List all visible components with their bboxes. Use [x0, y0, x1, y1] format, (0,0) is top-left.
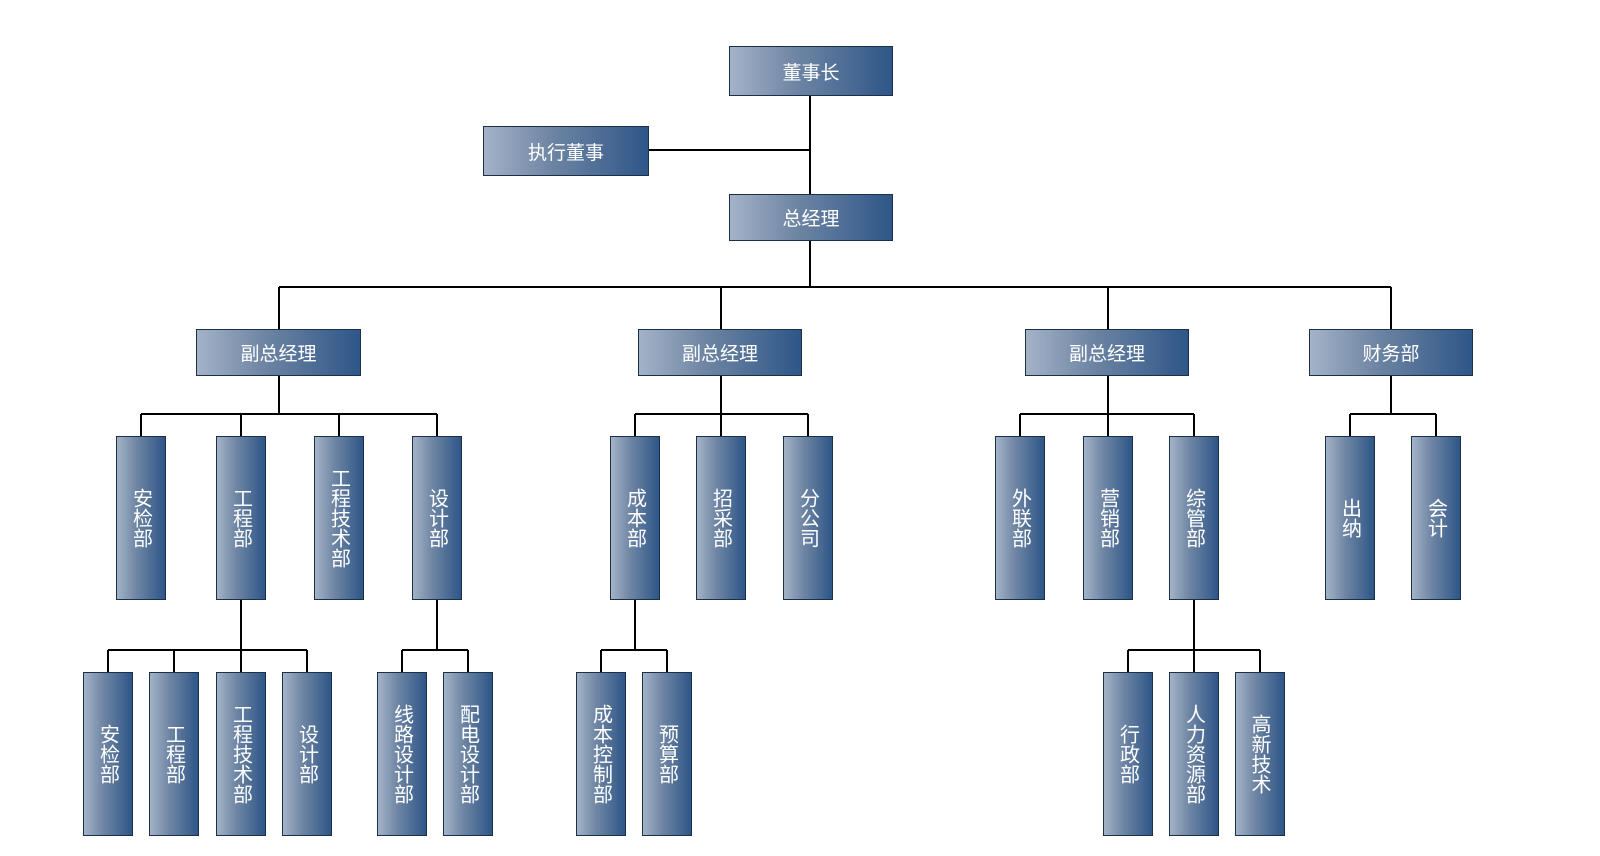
label: 线路设计部 — [390, 704, 415, 804]
connector-level2-drops — [278, 287, 1392, 329]
label: 招采部 — [709, 488, 734, 548]
connector-group3 — [1019, 376, 1195, 436]
label: 分公司 — [796, 488, 821, 548]
label: 会计 — [1424, 498, 1449, 538]
connector-group1 — [140, 376, 438, 436]
box-general-manager: 总经理 — [729, 194, 893, 241]
connector-engineering-sub — [107, 600, 308, 672]
box-line-design: 线路设计部 — [377, 672, 427, 836]
box-budget: 预算部 — [642, 672, 692, 836]
connector-group4 — [1349, 376, 1437, 436]
box-general-admin: 综管部 — [1169, 436, 1219, 600]
label: 营销部 — [1096, 488, 1121, 548]
box-high-tech: 高新技术 — [1235, 672, 1285, 836]
label: 行政部 — [1116, 724, 1141, 784]
box-engineering: 工程部 — [216, 436, 266, 600]
connector-admin-sub — [1127, 600, 1261, 672]
box-sub-safety: 安检部 — [83, 672, 133, 836]
box-external: 外联部 — [995, 436, 1045, 600]
box-cashier: 出纳 — [1325, 436, 1375, 600]
label: 外联部 — [1008, 488, 1033, 548]
box-sub-engineering: 工程部 — [149, 672, 199, 836]
label: 执行董事 — [527, 141, 604, 164]
box-vp-right: 副总经理 — [1025, 329, 1189, 376]
label: 成本部 — [623, 488, 648, 548]
label: 安检部 — [96, 724, 121, 784]
box-safety: 安检部 — [116, 436, 166, 600]
label: 出纳 — [1338, 498, 1363, 538]
box-sub-eng-tech: 工程技术部 — [216, 672, 266, 836]
label: 总经理 — [782, 208, 840, 230]
box-executive-director: 执行董事 — [483, 126, 649, 176]
label: 预算部 — [655, 724, 680, 784]
label: 综管部 — [1182, 488, 1207, 548]
label: 设计部 — [425, 488, 450, 548]
box-vp-middle: 副总经理 — [638, 329, 802, 376]
label: 配电设计部 — [456, 704, 481, 804]
label: 人力资源部 — [1182, 704, 1207, 804]
label: 工程技术部 — [229, 704, 254, 804]
label: 设计部 — [295, 724, 320, 784]
label: 工程技术部 — [327, 468, 352, 568]
box-administration: 行政部 — [1103, 672, 1153, 836]
label: 副总经理 — [681, 343, 758, 365]
connector-design-sub — [401, 600, 469, 672]
box-marketing: 营销部 — [1083, 436, 1133, 600]
label: 副总经理 — [1068, 343, 1145, 365]
box-chairman: 董事长 — [729, 46, 893, 96]
box-eng-tech: 工程技术部 — [314, 436, 364, 600]
label: 工程部 — [162, 724, 187, 784]
box-cost-control: 成本控制部 — [576, 672, 626, 836]
box-sub-design: 设计部 — [282, 672, 332, 836]
box-design: 设计部 — [412, 436, 462, 600]
label: 成本控制部 — [589, 704, 614, 804]
label: 高新技术 — [1248, 714, 1272, 794]
box-branch: 分公司 — [783, 436, 833, 600]
connector-group2 — [634, 376, 809, 436]
box-cost: 成本部 — [610, 436, 660, 600]
box-power-design: 配电设计部 — [443, 672, 493, 836]
label: 副总经理 — [240, 343, 317, 365]
label: 工程部 — [229, 488, 254, 548]
label: 董事长 — [782, 61, 840, 84]
box-accounting: 会计 — [1411, 436, 1461, 600]
connector-cost-sub — [600, 600, 668, 672]
box-procurement: 招采部 — [696, 436, 746, 600]
box-hr: 人力资源部 — [1169, 672, 1219, 836]
label: 安检部 — [129, 488, 154, 548]
label: 财务部 — [1362, 343, 1420, 365]
box-vp-left: 副总经理 — [196, 329, 361, 376]
box-finance: 财务部 — [1309, 329, 1473, 376]
